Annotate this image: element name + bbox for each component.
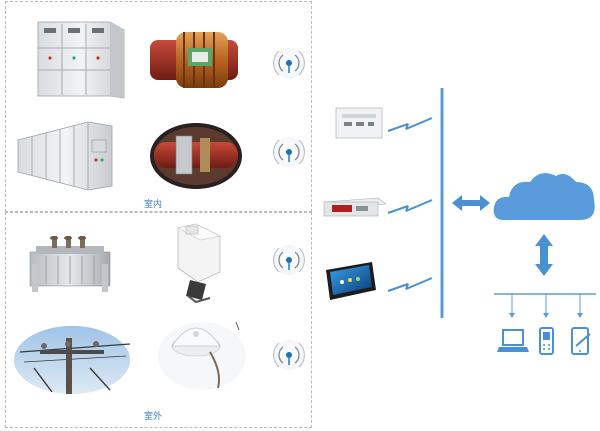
clamp-sensor (177, 223, 221, 304)
cable-sensor-joint (150, 123, 242, 189)
arrowhead-icon (543, 313, 549, 318)
pole-line-insulators (14, 326, 131, 394)
arrowhead-icon (509, 313, 515, 318)
tablet-icon (571, 327, 591, 355)
indoor-zone-label: 室内 (143, 200, 162, 210)
rack-receiver-unit (323, 197, 387, 217)
wireless-signal-icon (273, 137, 305, 167)
switchgear-cabinet (37, 21, 125, 99)
indoor-zone-panel (5, 1, 312, 212)
current-transformer-coil (146, 26, 242, 96)
power-transformer (29, 236, 111, 292)
mobile-phone-icon (539, 327, 554, 355)
wireless-link-lightning-3 (387, 277, 433, 292)
wireless-signal-icon (273, 245, 305, 275)
panel-receiver-unit (335, 107, 383, 139)
bidirectional-arrow-icon (452, 195, 490, 211)
outdoor-zone-label: 室外 (143, 412, 162, 422)
wireless-signal-icon (273, 48, 305, 78)
outdoor-zone-panel (5, 212, 312, 428)
arrowhead-icon (577, 313, 583, 318)
wireless-link-lightning-2 (387, 199, 433, 214)
switchgear-cabinet-row (17, 121, 113, 191)
wireless-signal-icon (273, 340, 305, 370)
vertical-bidirectional-arrow-icon (535, 234, 553, 276)
cloud-icon (493, 173, 595, 220)
wireless-link-lightning-1 (387, 117, 433, 132)
touch-screen-terminal (326, 262, 376, 300)
laptop-icon (497, 329, 529, 352)
dome-sensor (158, 321, 246, 390)
